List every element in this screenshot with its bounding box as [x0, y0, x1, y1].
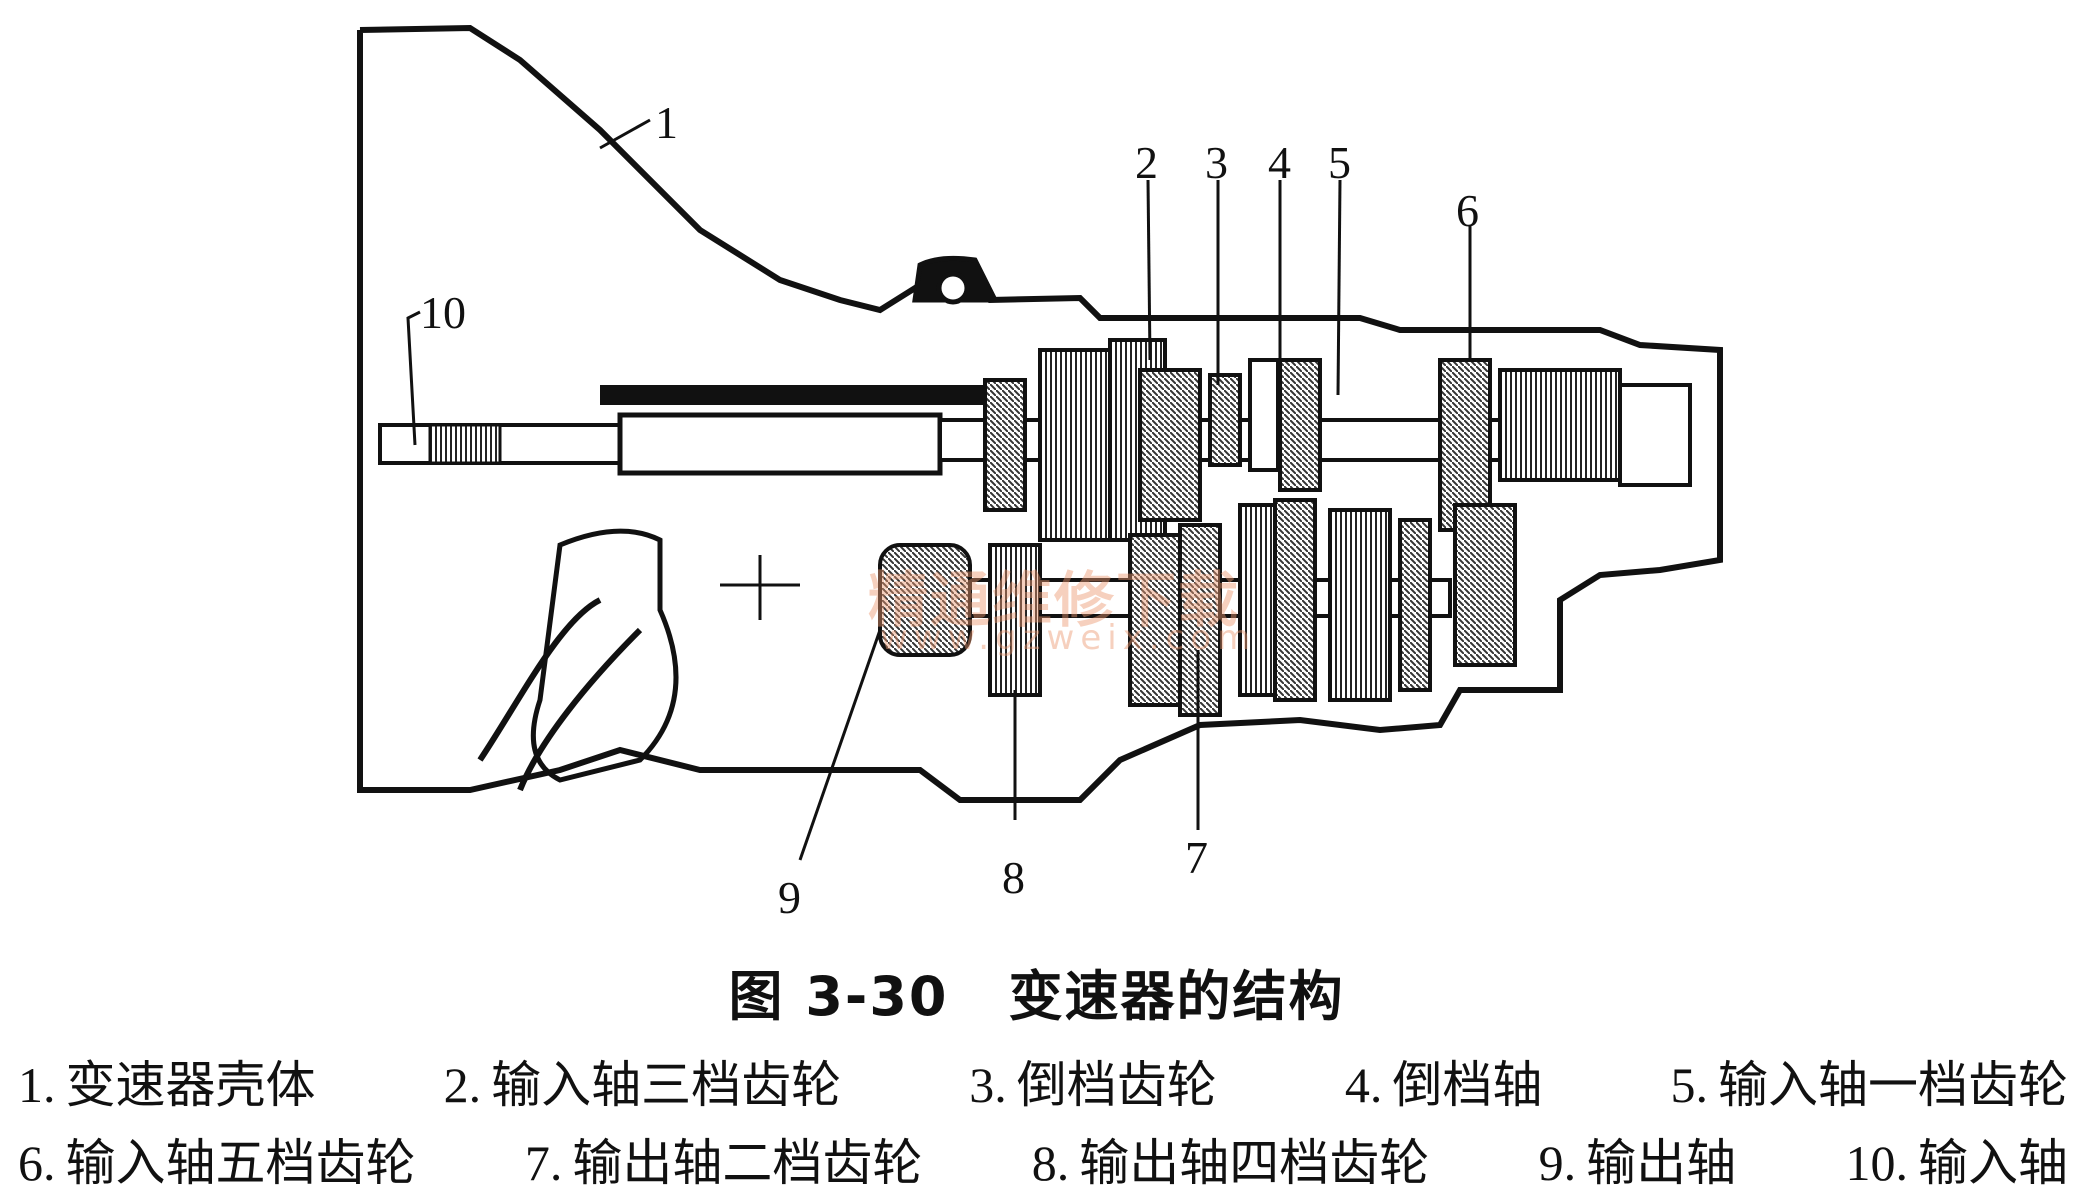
legend-item: 3.倒档齿轮 — [969, 1056, 1217, 1114]
mounting-boss — [912, 255, 1000, 305]
legend-row-1: 1.变速器壳体 2.输入轴三档齿轮 3.倒档齿轮 4.倒档轴 5.输入轴一档齿轮 — [18, 1045, 2068, 1117]
callout-7: 7 — [1185, 832, 1208, 883]
callout-3: 3 — [1205, 137, 1228, 188]
legend-item: 1.变速器壳体 — [18, 1056, 316, 1114]
legend-item: 5.输入轴一档齿轮 — [1670, 1056, 2069, 1114]
legend-item: 10.输入轴 — [1845, 1134, 2069, 1192]
watermark-text: 精通维修下载 — [868, 566, 1240, 636]
output-shaft — [878, 498, 1517, 717]
legend-item: 2.输入轴三档齿轮 — [443, 1056, 842, 1114]
callout-4: 4 — [1268, 137, 1291, 188]
legend-item: 6.输入轴五档齿轮 — [18, 1134, 416, 1192]
legend-item: 8.输出轴四档齿轮 — [1031, 1134, 1430, 1192]
differential-area — [530, 528, 800, 783]
legend-item: 4.倒档轴 — [1344, 1056, 1543, 1114]
input-shaft — [378, 385, 1502, 476]
legend-item: 9.输出轴 — [1538, 1134, 1737, 1192]
figure-caption: 图 3-30 变速器的结构 — [0, 952, 2073, 1031]
callout-1: 1 — [655, 97, 678, 148]
callout-9: 9 — [778, 872, 801, 923]
callout-leaders — [406, 118, 1472, 861]
transmission-housing — [357, 24, 1723, 803]
callout-6: 6 — [1456, 185, 1479, 236]
callout-2: 2 — [1135, 137, 1158, 188]
callout-10: 10 — [420, 287, 466, 338]
input-shaft-gears — [983, 338, 1692, 542]
transmission-cross-section-drawing — [357, 24, 1723, 861]
watermark-url: www.gzweix.com — [880, 618, 1257, 658]
caption-number: 图 3-30 — [728, 965, 949, 1028]
callout-5: 5 — [1328, 137, 1351, 188]
legend-item: 7.输出轴二档齿轮 — [524, 1134, 923, 1192]
callout-8: 8 — [1002, 852, 1025, 903]
caption-title: 变速器的结构 — [1008, 965, 1345, 1028]
legend-row-2: 6.输入轴五档齿轮 7.输出轴二档齿轮 8.输出轴四档齿轮 9.输出轴 10.输… — [18, 1123, 2068, 1195]
